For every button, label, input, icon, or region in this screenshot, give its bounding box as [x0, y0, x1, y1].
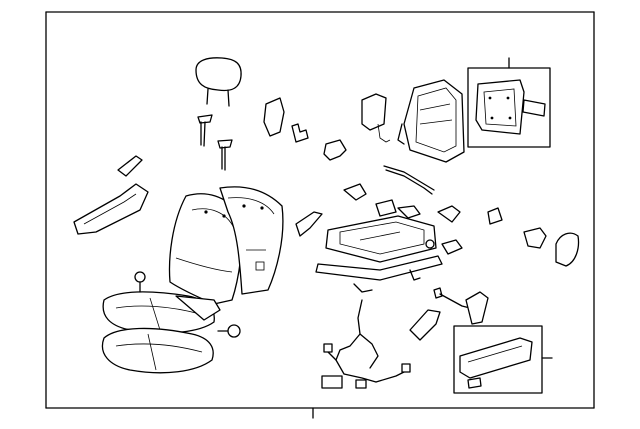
diagram-frame [45, 11, 595, 409]
seat-wire-harness [321, 299, 411, 389]
side-cover-callout-box [453, 325, 553, 394]
headrest [195, 57, 242, 107]
seat-cushion-pad [101, 327, 214, 374]
adjuster-brackets [295, 183, 503, 255]
seatback-cover [219, 186, 284, 295]
seatback-panel-callout-box [467, 57, 551, 148]
seatback-upper-brackets [263, 93, 391, 161]
headrest-guide-pins [197, 114, 233, 171]
lower-bracket [409, 309, 441, 341]
seat-adjuster-track-assembly [315, 199, 443, 293]
seat-belt-buckle [433, 287, 489, 325]
seat-cushion-cover [102, 291, 221, 334]
recliner-rod [383, 165, 435, 191]
seatback-frame [397, 79, 465, 163]
side-shields [523, 227, 580, 267]
seat-lever-handles [73, 155, 149, 235]
fasteners [134, 271, 241, 338]
